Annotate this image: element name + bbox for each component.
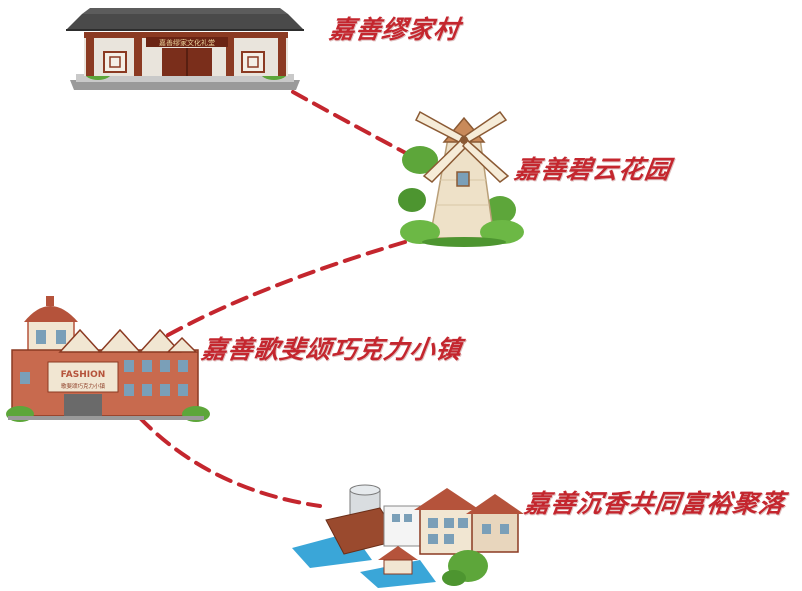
town-sign-text: FASHION <box>61 370 106 380</box>
town-subsign-text: 歌斐颂巧克力小镇 <box>61 382 106 390</box>
hall-sign-text: 嘉善缪家文化礼堂 <box>159 38 215 47</box>
stop-label-biyun-garden: 嘉善碧云花园 <box>512 155 673 184</box>
route-segment-2 <box>166 240 407 337</box>
stop-label-chenxiang-settlement: 嘉善沉香共同富裕聚落 <box>522 489 787 518</box>
chocolate-town-castle-icon: FASHION 歌斐颂巧克力小镇 <box>6 296 210 422</box>
route-segment-1 <box>291 90 417 160</box>
route-segment-3 <box>138 416 322 508</box>
traditional-hall-icon: 嘉善缪家文化礼堂 <box>66 8 304 90</box>
village-cluster-icon <box>292 484 524 588</box>
route-path <box>138 90 417 508</box>
windmill-icon <box>398 110 524 247</box>
stop-label-mujia-village: 嘉善缪家村 <box>327 15 462 44</box>
stop-label-chocolate-town: 嘉善歌斐颂巧克力小镇 <box>199 335 464 364</box>
